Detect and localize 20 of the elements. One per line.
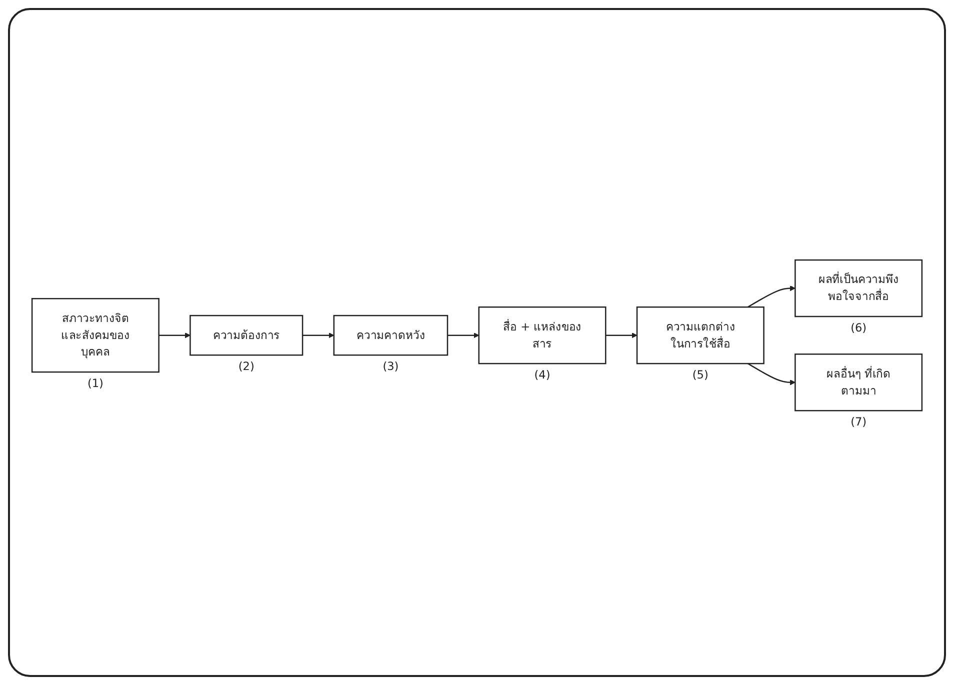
step-number: (1) xyxy=(87,376,104,390)
step-number: (6) xyxy=(850,321,867,334)
arrow xyxy=(606,332,638,338)
arrow xyxy=(302,332,334,338)
process-box: ความต้องการ xyxy=(190,314,304,356)
process-box: สภาวะทางจิตและสังคมของบุคคล xyxy=(31,298,160,372)
arrow xyxy=(748,362,796,385)
arrow xyxy=(158,332,190,338)
process-box: ผลอื่นๆ ที่เกิดตามมา xyxy=(794,353,923,411)
process-box: สื่อ + แหล่งของสาร xyxy=(478,306,606,364)
process-box: ความแตกต่างในการใช้สื่อ xyxy=(636,306,764,364)
process-box: ผลที่เป็นความพึงพอใจจากสื่อ xyxy=(794,259,923,317)
step-number: (2) xyxy=(238,360,254,373)
step-number: (3) xyxy=(382,360,399,373)
step-number: (5) xyxy=(692,368,708,382)
arrow xyxy=(448,332,480,338)
process-box: ความคาดหวัง xyxy=(333,314,448,356)
arrow xyxy=(748,285,796,308)
step-number: (4) xyxy=(534,368,550,382)
step-number: (7) xyxy=(850,415,867,428)
